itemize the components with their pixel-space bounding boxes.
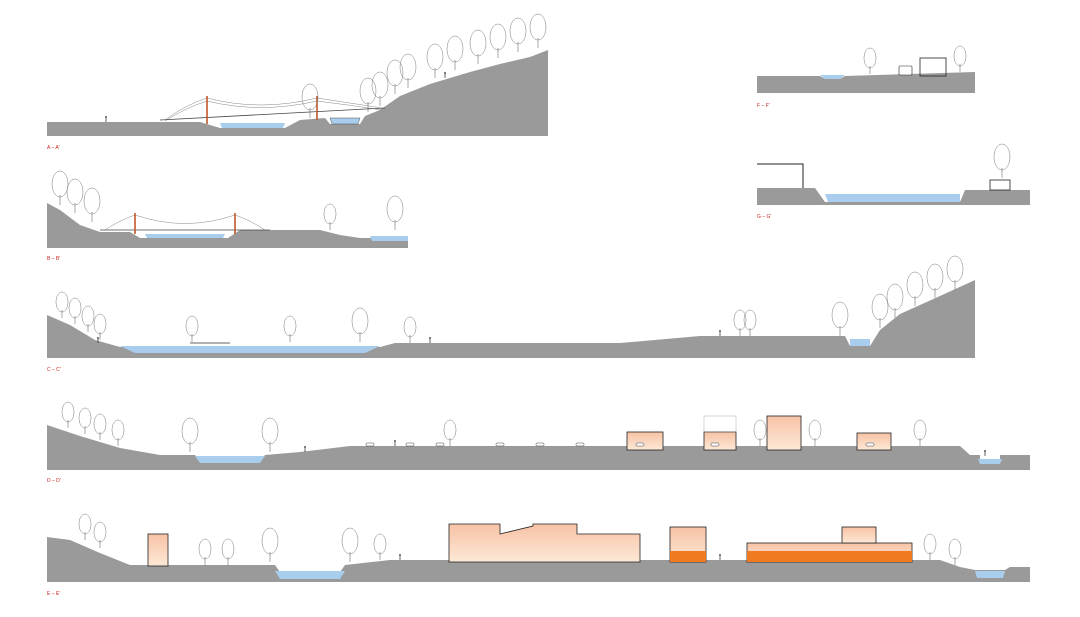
- section-g: [757, 143, 1030, 205]
- ground-profile: [47, 537, 1030, 582]
- river: [820, 75, 845, 79]
- ground-profile: [47, 50, 548, 136]
- river: [120, 346, 380, 353]
- section-label-d: D – D': [47, 478, 61, 484]
- buildings: [147, 523, 913, 567]
- section-b: [47, 170, 408, 248]
- river: [195, 456, 265, 463]
- section-d: [47, 401, 1030, 470]
- river: [275, 571, 345, 579]
- trees: [55, 255, 964, 344]
- section-c: [47, 255, 975, 358]
- ground-profile: [47, 425, 1030, 470]
- section-label-g: G – G': [757, 214, 771, 220]
- station-building: [919, 57, 947, 77]
- people: [96, 329, 722, 344]
- river: [329, 117, 361, 125]
- river: [850, 339, 870, 346]
- ground-profile: [47, 203, 408, 248]
- river: [370, 236, 408, 241]
- frame-structure: [757, 163, 804, 188]
- river: [145, 234, 225, 238]
- river: [978, 459, 1002, 464]
- section-label-a: A – A': [47, 145, 60, 151]
- pavilion: [989, 179, 1011, 191]
- section-label-e: E – E': [47, 591, 60, 597]
- buildings: [626, 415, 892, 451]
- river: [220, 123, 285, 128]
- suspension-bridge: [159, 97, 386, 122]
- ground-profile: [757, 188, 1030, 205]
- suspension-bridge: [100, 214, 270, 231]
- bus: [898, 65, 913, 76]
- river: [825, 194, 960, 202]
- river: [975, 571, 1005, 578]
- section-label-f: F – F': [757, 103, 770, 109]
- ground-profile: [757, 72, 975, 93]
- section-label-b: B – B': [47, 256, 60, 262]
- section-f: [757, 45, 975, 93]
- trees: [51, 170, 404, 231]
- section-label-c: C – C': [47, 367, 61, 373]
- ground-profile: [47, 280, 975, 358]
- section-a: [47, 13, 548, 136]
- section-e: [47, 513, 1030, 582]
